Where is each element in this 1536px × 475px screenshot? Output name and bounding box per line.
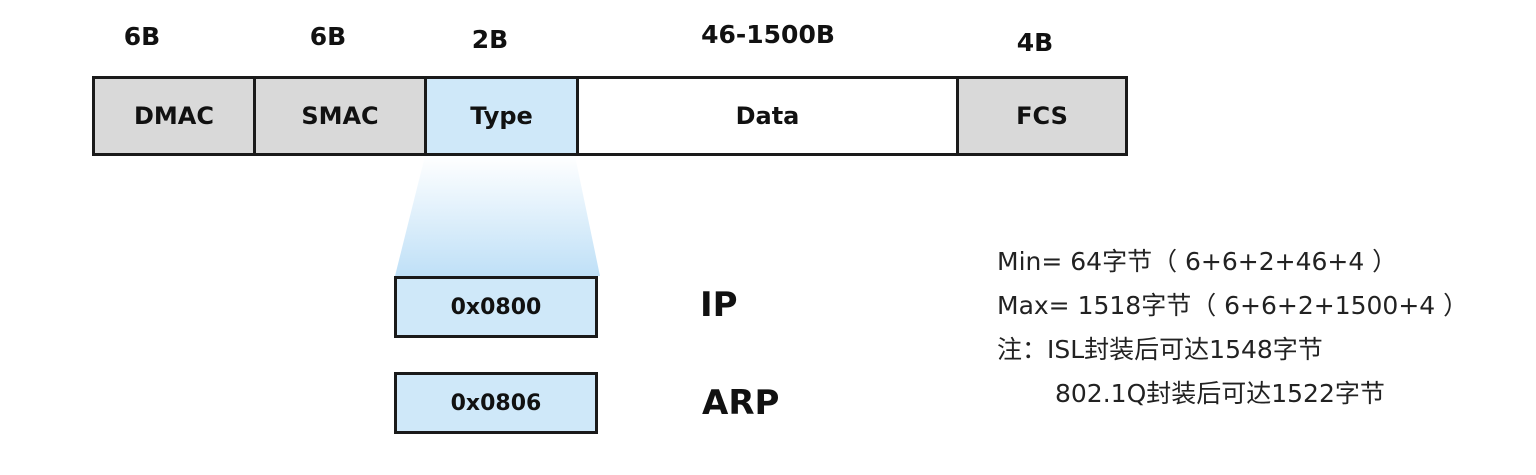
size-label-type: 2B (471, 25, 509, 54)
field-fcs-label: FCS (1016, 102, 1068, 130)
field-type-label: Type (470, 102, 533, 130)
field-smac: SMAC (256, 79, 427, 153)
type-expansion-fan (395, 156, 600, 276)
frame-size-notes: Min= 64字节（ 6+6+2+46+4 ） Max= 1518字节（ 6+6… (997, 240, 1468, 416)
field-type: Type (427, 79, 579, 153)
field-fcs: FCS (959, 79, 1125, 153)
field-dmac: DMAC (95, 79, 256, 153)
type-code-arp: 0x0806 (394, 372, 598, 434)
note-dot1q: 802.1Q封装后可达1522字节 (1055, 379, 1385, 408)
note-isl: 注：ISL封装后可达1548字节 (997, 335, 1323, 364)
note-max-size: Max= 1518字节（ 6+6+2+1500+4 ） (997, 291, 1469, 320)
type-code-arp-label: 0x0806 (450, 390, 542, 416)
ethernet-frame: DMAC SMAC Type Data FCS (92, 76, 1128, 156)
note-min-size: Min= 64字节（ 6+6+2+46+4 ） (997, 247, 1398, 276)
type-code-ip: 0x0800 (394, 276, 598, 338)
size-label-data: 46-1500B (701, 20, 835, 49)
size-label-fcs: 4B (1016, 28, 1054, 57)
field-smac-label: SMAC (301, 102, 379, 130)
protocol-arp-label: ARP (702, 383, 780, 423)
field-data: Data (579, 79, 959, 153)
size-label-dmac: 6B (123, 22, 161, 51)
field-data-label: Data (735, 102, 800, 130)
size-label-smac: 6B (309, 22, 347, 51)
protocol-ip-label: IP (700, 285, 738, 325)
field-dmac-label: DMAC (134, 102, 214, 130)
type-code-ip-label: 0x0800 (450, 294, 542, 320)
